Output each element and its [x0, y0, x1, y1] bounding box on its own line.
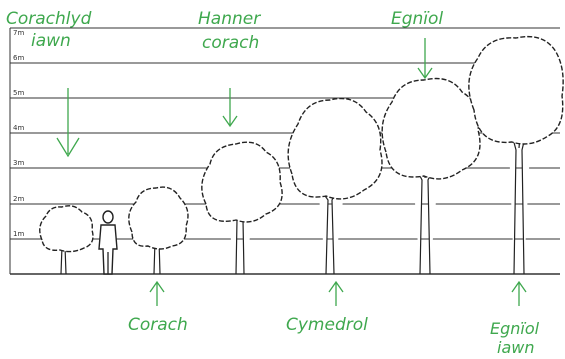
tick-2m: 2m	[13, 195, 24, 203]
tick-4m: 4m	[13, 124, 24, 132]
tick-6m: 6m	[13, 54, 24, 62]
arrow-medium	[328, 280, 344, 306]
human-figure	[98, 210, 118, 275]
arrow-vigorous	[417, 38, 433, 80]
label-vigorous: Egnïol	[391, 9, 443, 29]
height-ticks: 1m 2m 3m 4m 5m 6m 7m	[13, 29, 24, 238]
tick-1m: 1m	[13, 230, 24, 238]
labels: Corachlyd iawn Hanner corach Egnïol Cora…	[6, 9, 540, 357]
tree-vigorous	[381, 77, 481, 275]
tree-dwarfing	[128, 186, 189, 275]
tick-5m: 5m	[13, 89, 24, 97]
tree-very-vigorous	[468, 35, 564, 275]
crown	[201, 141, 283, 223]
crown	[468, 35, 564, 145]
crown	[128, 186, 189, 250]
figure-body	[98, 224, 118, 275]
tree-very-dwarfing	[39, 205, 94, 275]
label-semi-dwarfing-line2: corach	[202, 33, 259, 53]
arrow-very-dwarfing	[56, 88, 80, 158]
arrow-dwarfing	[149, 280, 165, 306]
label-medium: Cymedrol	[286, 315, 368, 335]
label-very-dwarfing-line2: iawn	[31, 31, 71, 51]
label-dwarfing: Corach	[128, 315, 188, 335]
figure-head	[102, 210, 114, 224]
crown	[381, 77, 481, 180]
label-very-vigorous-line2: iawn	[497, 338, 534, 357]
crown	[39, 205, 94, 253]
tree-medium	[287, 97, 383, 275]
tree-semi-dwarfing	[201, 141, 283, 275]
arrows	[56, 38, 527, 306]
label-semi-dwarfing-line1: Hanner	[198, 9, 261, 29]
label-very-dwarfing-line1: Corachlyd	[6, 9, 92, 29]
label-very-vigorous-line1: Egnïol	[490, 319, 540, 338]
tick-3m: 3m	[13, 159, 24, 167]
tick-7m: 7m	[13, 29, 24, 37]
crown	[287, 97, 383, 200]
arrow-semi-dwarfing	[222, 88, 238, 128]
arrow-very-vigorous	[511, 280, 527, 306]
